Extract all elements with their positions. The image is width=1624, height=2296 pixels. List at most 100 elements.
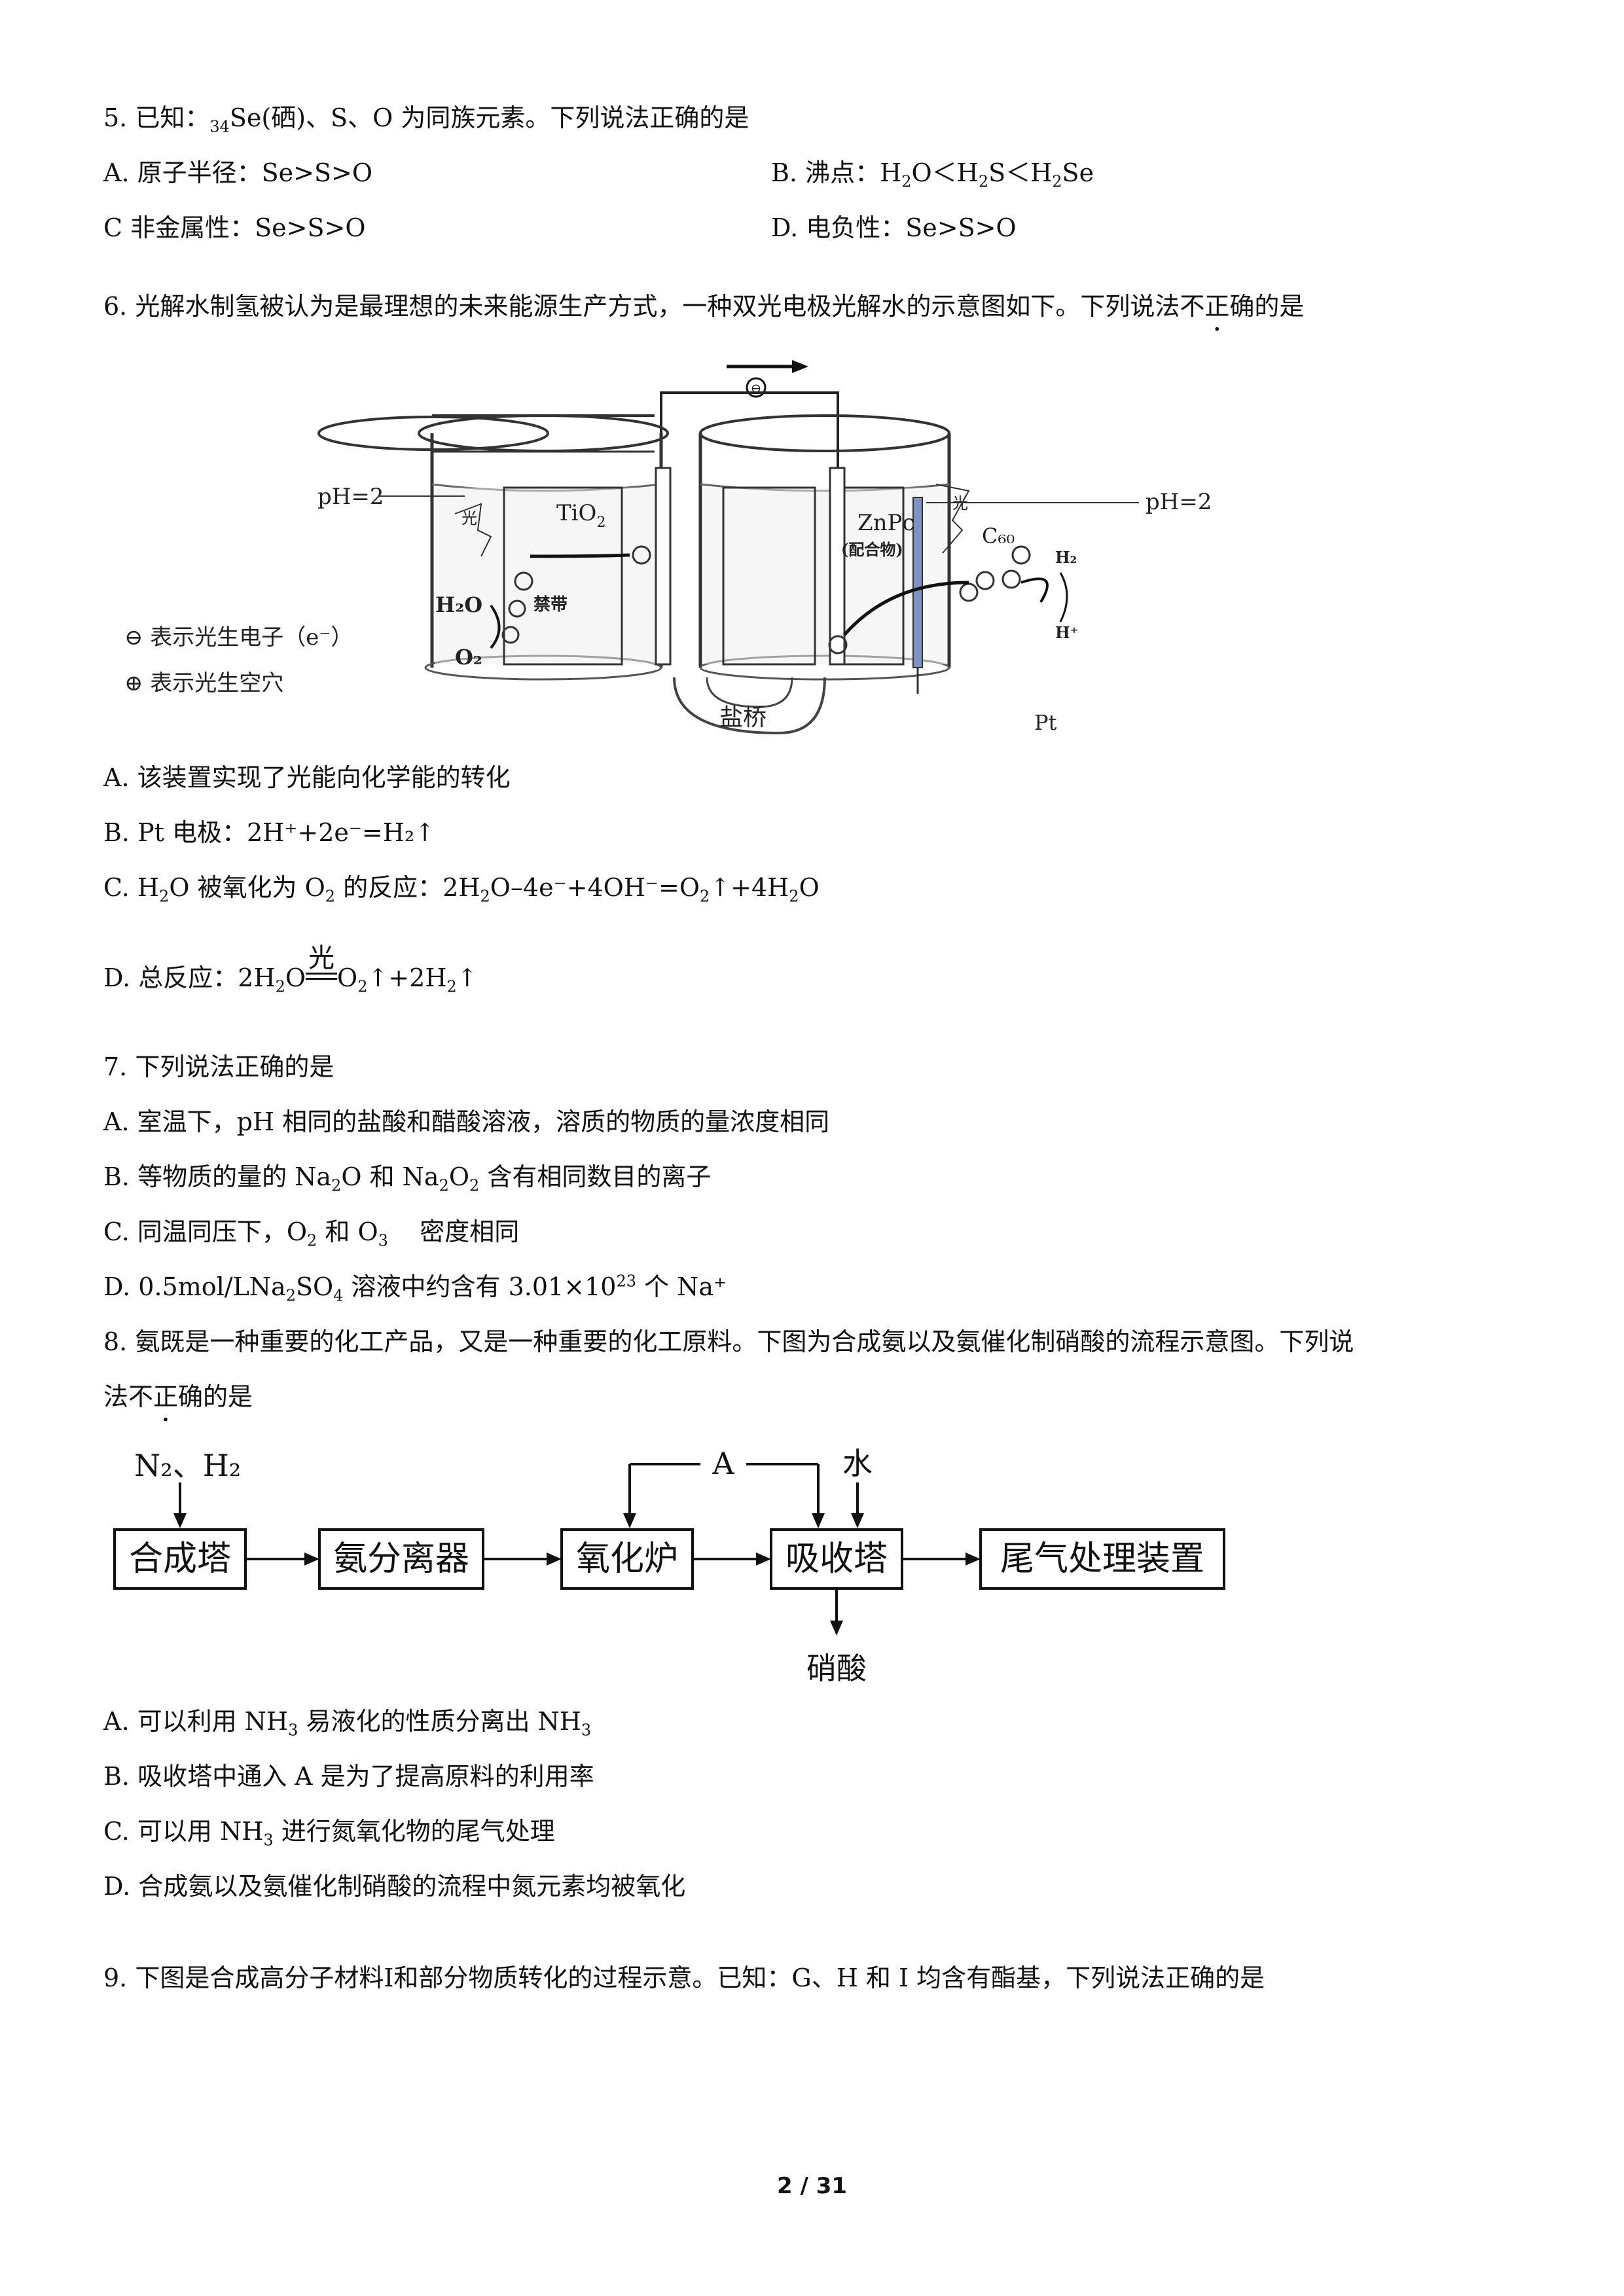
salt-bridge-label: 盐桥 xyxy=(719,704,767,731)
q5-stem-post: Se(硒)、S、O 为同族元素。下列说法正确的是 xyxy=(229,103,749,132)
q6-d-mid1: O xyxy=(285,963,306,992)
q5-stem-pre: 5. 已知： xyxy=(103,103,210,132)
q6-option-b: B. Pt 电极：2H⁺+2e⁻=H₂↑ xyxy=(103,818,435,847)
ph-left-label: pH=2 xyxy=(317,484,384,510)
q5-stem-sub: 34 xyxy=(209,117,230,136)
q7-option-c: C. 同温同压下，O2 和 O3 密度相同 xyxy=(103,1216,520,1250)
q6-d-s1: 2 xyxy=(275,977,285,996)
q8-a-pre: A. 可以利用 NH xyxy=(103,1707,289,1736)
q7-d-post: 个 Na⁺ xyxy=(636,1272,727,1301)
q6-d-post: ↑ xyxy=(456,963,478,992)
q7-d-s1: 2 xyxy=(285,1286,296,1305)
q8-option-d: D. 合成氨以及氨催化制硝酸的流程中氮元素均被氧化 xyxy=(103,1872,686,1901)
tio2-label: TiO2 xyxy=(556,500,605,531)
q8-option-a: A. 可以利用 NH3 易液化的性质分离出 NH3 xyxy=(103,1706,592,1740)
c60-label: C₆₀ xyxy=(982,524,1015,548)
q6-c-s4: 2 xyxy=(700,887,710,906)
q6-c-post: O xyxy=(799,873,820,902)
q8-option-c: C. 可以用 NH3 进行氮氧化物的尾气处理 xyxy=(103,1816,555,1850)
legend-electron: ⊖ 表示光生电子（e⁻） xyxy=(124,624,353,651)
q7-d-mid2: 溶液中约含有 3.01×10 xyxy=(343,1272,617,1301)
q8-c-s1: 3 xyxy=(263,1831,274,1850)
ammonia-flowchart: N₂、H₂ 合成塔 氨分离器 氧化炉 吸收塔 尾气处理装置 A 水 xyxy=(113,1446,1225,1686)
q7-stem: 7. 下列说法正确的是 xyxy=(103,1052,334,1081)
q7-b-mid: O 和 Na xyxy=(341,1162,439,1191)
box1-label: 合成塔 xyxy=(129,1539,231,1579)
q5-option-d: D. 电负性：Se>S>O xyxy=(771,213,1017,242)
q6-c-mid4: ↑+4H xyxy=(710,873,789,902)
q7-b-pre: B. 等物质的量的 Na xyxy=(103,1162,332,1191)
q8-a-s1: 3 xyxy=(288,1721,298,1740)
znpc-label: ZnPc xyxy=(857,510,914,536)
q7-option-b: B. 等物质的量的 Na2O 和 Na2O2 含有相同数目的离子 xyxy=(103,1161,711,1195)
q8-option-b: B. 吸收塔中通入 A 是为了提高原料的利用率 xyxy=(103,1762,594,1791)
right-beaker xyxy=(698,414,951,694)
q8-stem-emphasis: 不正确 xyxy=(128,1381,203,1412)
q8-c-post: 进行氮氧化物的尾气处理 xyxy=(273,1817,555,1846)
light-left-label: 光 xyxy=(461,509,477,528)
q6-c-mid2: 的反应：2H xyxy=(335,873,480,902)
q7-d-sup: 23 xyxy=(616,1272,636,1291)
q7-c-post: 密度相同 xyxy=(388,1217,520,1246)
q6-d-s3: 2 xyxy=(446,977,457,996)
q6-stem-emphasis: 不正确 xyxy=(1180,291,1254,322)
q6-c-mid3: O–4e⁻+4OH⁻=O xyxy=(490,873,700,902)
pt-label: Pt xyxy=(1034,710,1057,735)
q6-c-pre: C. H xyxy=(103,873,160,902)
page-number: 2 / 31 xyxy=(776,2173,848,2199)
q6-c-s2: 2 xyxy=(325,887,336,906)
reaction-condition: 光 xyxy=(306,943,338,986)
o2-label: O₂ xyxy=(455,645,482,670)
box2-label: 氨分离器 xyxy=(333,1539,469,1579)
q7-option-d: D. 0.5mol/LNa2SO4 溶液中约含有 3.01×1023 个 Na⁺ xyxy=(103,1271,727,1305)
q7-b-s1: 2 xyxy=(331,1176,342,1195)
complex-label: (配合物) xyxy=(841,540,903,559)
band-gap-label: 禁带 xyxy=(533,595,568,615)
q5-option-a: A. 原子半径：Se>S>O xyxy=(103,158,372,187)
q6-d-pre: D. 总反应：2H xyxy=(103,963,276,992)
photoelectrolysis-diagram: ⊖ 盐桥 pH=2 pH=2 光 xyxy=(124,360,1212,735)
water-label: 水 xyxy=(842,1446,873,1481)
q8-stem-pre: 法 xyxy=(103,1382,129,1411)
q7-c-s2: 3 xyxy=(378,1231,388,1250)
q6-d-mid2: O xyxy=(337,963,358,992)
h2-label: H₂ xyxy=(1055,548,1077,567)
condition-light: 光 xyxy=(308,943,335,973)
q8-stem-post: 的是 xyxy=(203,1382,253,1411)
q5-option-b: B. 沸点：H2O＜H2S＜H2Se xyxy=(771,157,1094,191)
product-nitric-acid: 硝酸 xyxy=(806,1651,867,1686)
q8-c-pre: C. 可以用 NH xyxy=(103,1817,264,1846)
q5-b-pre: B. 沸点：H xyxy=(771,158,902,187)
q6-c-s5: 2 xyxy=(789,887,799,906)
q7-c-mid: 和 O xyxy=(317,1217,378,1246)
q6-option-c: C. H2O 被氧化为 O2 的反应：2H2O–4e⁻+4OH⁻=O2↑+4H2… xyxy=(103,872,820,906)
salt-bridge xyxy=(673,677,826,735)
q8-a-s2: 3 xyxy=(581,1721,592,1740)
box-tail-gas-treatment xyxy=(979,1528,1225,1590)
q9-stem: 9. 下图是合成高分子材料I和部分物质转化的过程示意。已知：G、H 和 I 均含… xyxy=(103,1964,1265,1992)
q6-c-s1: 2 xyxy=(159,887,170,906)
q8-stem-line2: 法不正确的是 xyxy=(103,1381,253,1412)
q6-d-mid3: ↑+2H xyxy=(367,963,447,992)
legend-hole: ⊕ 表示光生空穴 xyxy=(124,670,283,696)
q6-stem-pre: 6. 光解水制氢被认为是最理想的未来能源生产方式，一种双光电极光解水的示意图如下… xyxy=(103,292,1180,321)
q5-stem: 5. 已知：34Se(硒)、S、O 为同族元素。下列说法正确的是 xyxy=(103,102,749,136)
ph-right-label: pH=2 xyxy=(1146,489,1212,515)
q6-c-mid1: O 被氧化为 O xyxy=(169,873,325,902)
q7-d-mid: SO xyxy=(296,1272,334,1301)
feed-a-label: A xyxy=(712,1446,734,1481)
left-beaker xyxy=(317,414,672,681)
h2o-label: H₂O xyxy=(435,592,482,617)
q7-b-mid2: O xyxy=(448,1162,470,1191)
q5-b-s1: 2 xyxy=(901,172,912,191)
q5-b-post: Se xyxy=(1062,158,1094,187)
box4-label: 吸收塔 xyxy=(785,1539,888,1579)
q6-c-s3: 2 xyxy=(480,887,490,906)
q7-c-s1: 2 xyxy=(307,1231,317,1250)
q7-d-pre: D. 0.5mol/LNa xyxy=(103,1272,286,1301)
box3-label: 氧化炉 xyxy=(576,1539,678,1579)
q5-b-s2: 2 xyxy=(978,172,989,191)
q7-option-a: A. 室温下，pH 相同的盐酸和醋酸溶液，溶质的物质的量浓度相同 xyxy=(103,1107,830,1136)
q6-stem-post: 的是 xyxy=(1254,292,1305,321)
